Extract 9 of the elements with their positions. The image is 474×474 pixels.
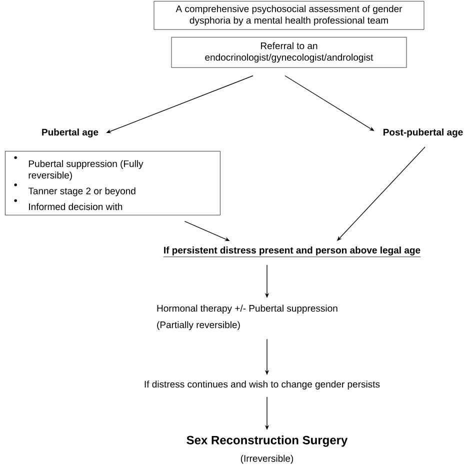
stage-heading: Post-pubertal age — [384, 128, 463, 138]
referral-box: Referral to an endocrinologist/gynecologist/andrologist — [171, 37, 407, 68]
condition-text: If persistent distress present and person above legal age — [163, 246, 421, 258]
assessment-box: A comprehensive psychosocial assessment of gender dysphoria by a mental health professional team — [154, 1, 424, 30]
surgery-text: Sex Reconstruction Surgery (Irreversible) — [186, 436, 348, 464]
therapy-text: Hormonal therapy +/- Pubertal suppression (Partially reversible) — [157, 304, 338, 330]
condition-text: If distress continues and wish to change gender persists — [144, 380, 380, 390]
criteria-box: Pubertal suppression (Fully reversible) Tanner stage 2 or beyond Informed decision with — [5, 151, 220, 216]
stage-heading: Pubertal age — [42, 128, 98, 138]
